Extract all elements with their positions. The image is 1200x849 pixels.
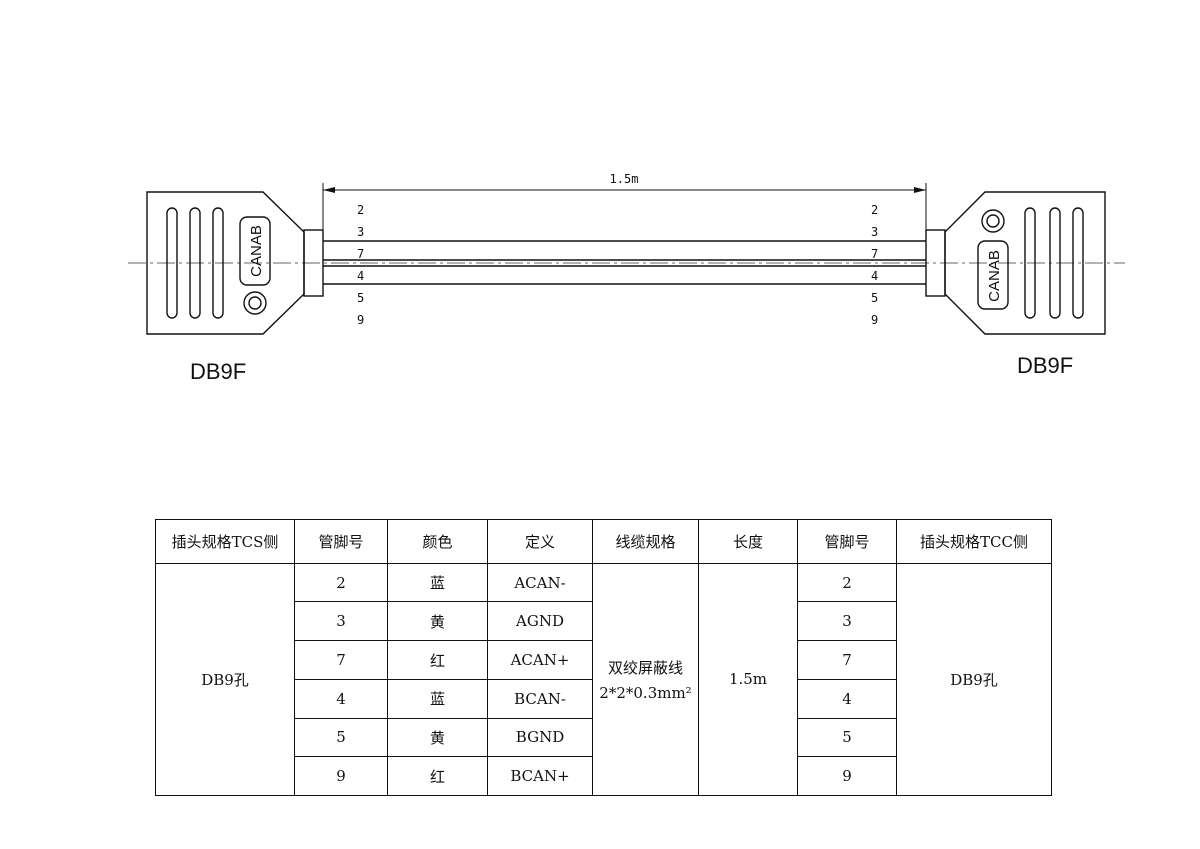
color-cell: 黄 [387,601,488,642]
color-cell: 蓝 [387,678,488,719]
header-color: 颜色 [387,519,488,564]
length-label: 1.5m [610,172,639,186]
right-connector [925,191,1106,335]
left-plug-cell: DB9孔 [155,562,295,797]
table-row: 4 蓝 BCAN- 4 [156,678,1052,719]
header-definition: 定义 [487,519,593,564]
pin-label: 2 [871,203,878,217]
pin-cell: 9 [294,756,388,796]
right-pin-labels: 2 3 7 4 5 9 [871,203,878,327]
left-connector-inner-label: CANAB [248,225,265,277]
color-cell: 黄 [387,717,488,758]
pin-right-cell: 3 [797,601,897,642]
length-cell: 1.5m [698,562,798,797]
pin-label: 7 [357,247,364,261]
pin-label: 5 [357,291,364,305]
left-pin-labels: 2 3 7 4 5 9 [357,203,364,327]
pin-right-cell: 7 [797,640,897,680]
definition-cell: ACAN- [487,562,593,603]
table-row: 3 黄 AGND 3 [156,601,1052,642]
definition-cell: BCAN- [487,678,593,719]
pin-right-cell: 5 [797,717,897,758]
pin-cell: 3 [294,601,388,642]
color-cell: 红 [387,756,488,796]
length-dimension [322,183,927,232]
pin-spec-table: 插头规格TCS侧 管脚号 颜色 定义 线缆规格 长度 管脚号 插头规格TCC侧 … [155,519,1052,797]
pin-label: 2 [357,203,364,217]
table-row: 7 红 ACAN+ 7 [156,640,1052,680]
pin-label: 3 [871,225,878,239]
pin-cell: 2 [294,562,388,603]
header-length: 长度 [698,519,798,564]
pin-label: 4 [357,269,364,283]
pin-label: 9 [871,313,878,327]
table-row: DB9孔 2 蓝 ACAN- 双绞屏蔽线 2*2*0.3mm² 1.5m 2 D… [155,562,1052,797]
pin-right-cell: 2 [797,562,897,603]
table-row: 9 红 BCAN+ 9 [156,756,1052,796]
pin-cell: 4 [294,678,388,719]
header-cable-spec: 线缆规格 [592,519,699,564]
pin-label: 7 [871,247,878,261]
definition-cell: BCAN+ [487,756,593,796]
table-row: 5 黄 BGND 5 [156,717,1052,758]
header-pin: 管脚号 [294,519,388,564]
cable-spec-line1: 双绞屏蔽线 [607,658,683,677]
right-connector-label: DB9F [1017,353,1073,378]
pin-label: 3 [357,225,364,239]
left-connector [146,191,324,335]
definition-cell: AGND [487,601,593,642]
right-connector-inner-label: CANAB [986,250,1003,302]
right-plug-cell: DB9孔 [896,562,1052,797]
cable-spec-cell: 双绞屏蔽线 2*2*0.3mm² [592,562,699,797]
color-cell: 蓝 [387,562,488,603]
table-header-row: 插头规格TCS侧 管脚号 颜色 定义 线缆规格 长度 管脚号 插头规格TCC侧 [155,519,1052,564]
pin-cell: 5 [294,717,388,758]
definition-cell: ACAN+ [487,640,593,680]
header-plug-tcc: 插头规格TCC侧 [896,519,1052,564]
header-pin-right: 管脚号 [797,519,897,564]
pin-label: 5 [871,291,878,305]
pin-right-cell: 4 [797,678,897,719]
pin-right-cell: 9 [797,756,897,796]
cable-spec-line2: 2*2*0.3mm² [599,683,692,702]
left-connector-label: DB9F [190,359,246,384]
pin-label: 9 [357,313,364,327]
header-plug-tcs: 插头规格TCS侧 [155,519,295,564]
color-cell: 红 [387,640,488,680]
definition-cell: BGND [487,717,593,758]
pin-cell: 7 [294,640,388,680]
cable [323,240,926,285]
pin-label: 4 [871,269,878,283]
